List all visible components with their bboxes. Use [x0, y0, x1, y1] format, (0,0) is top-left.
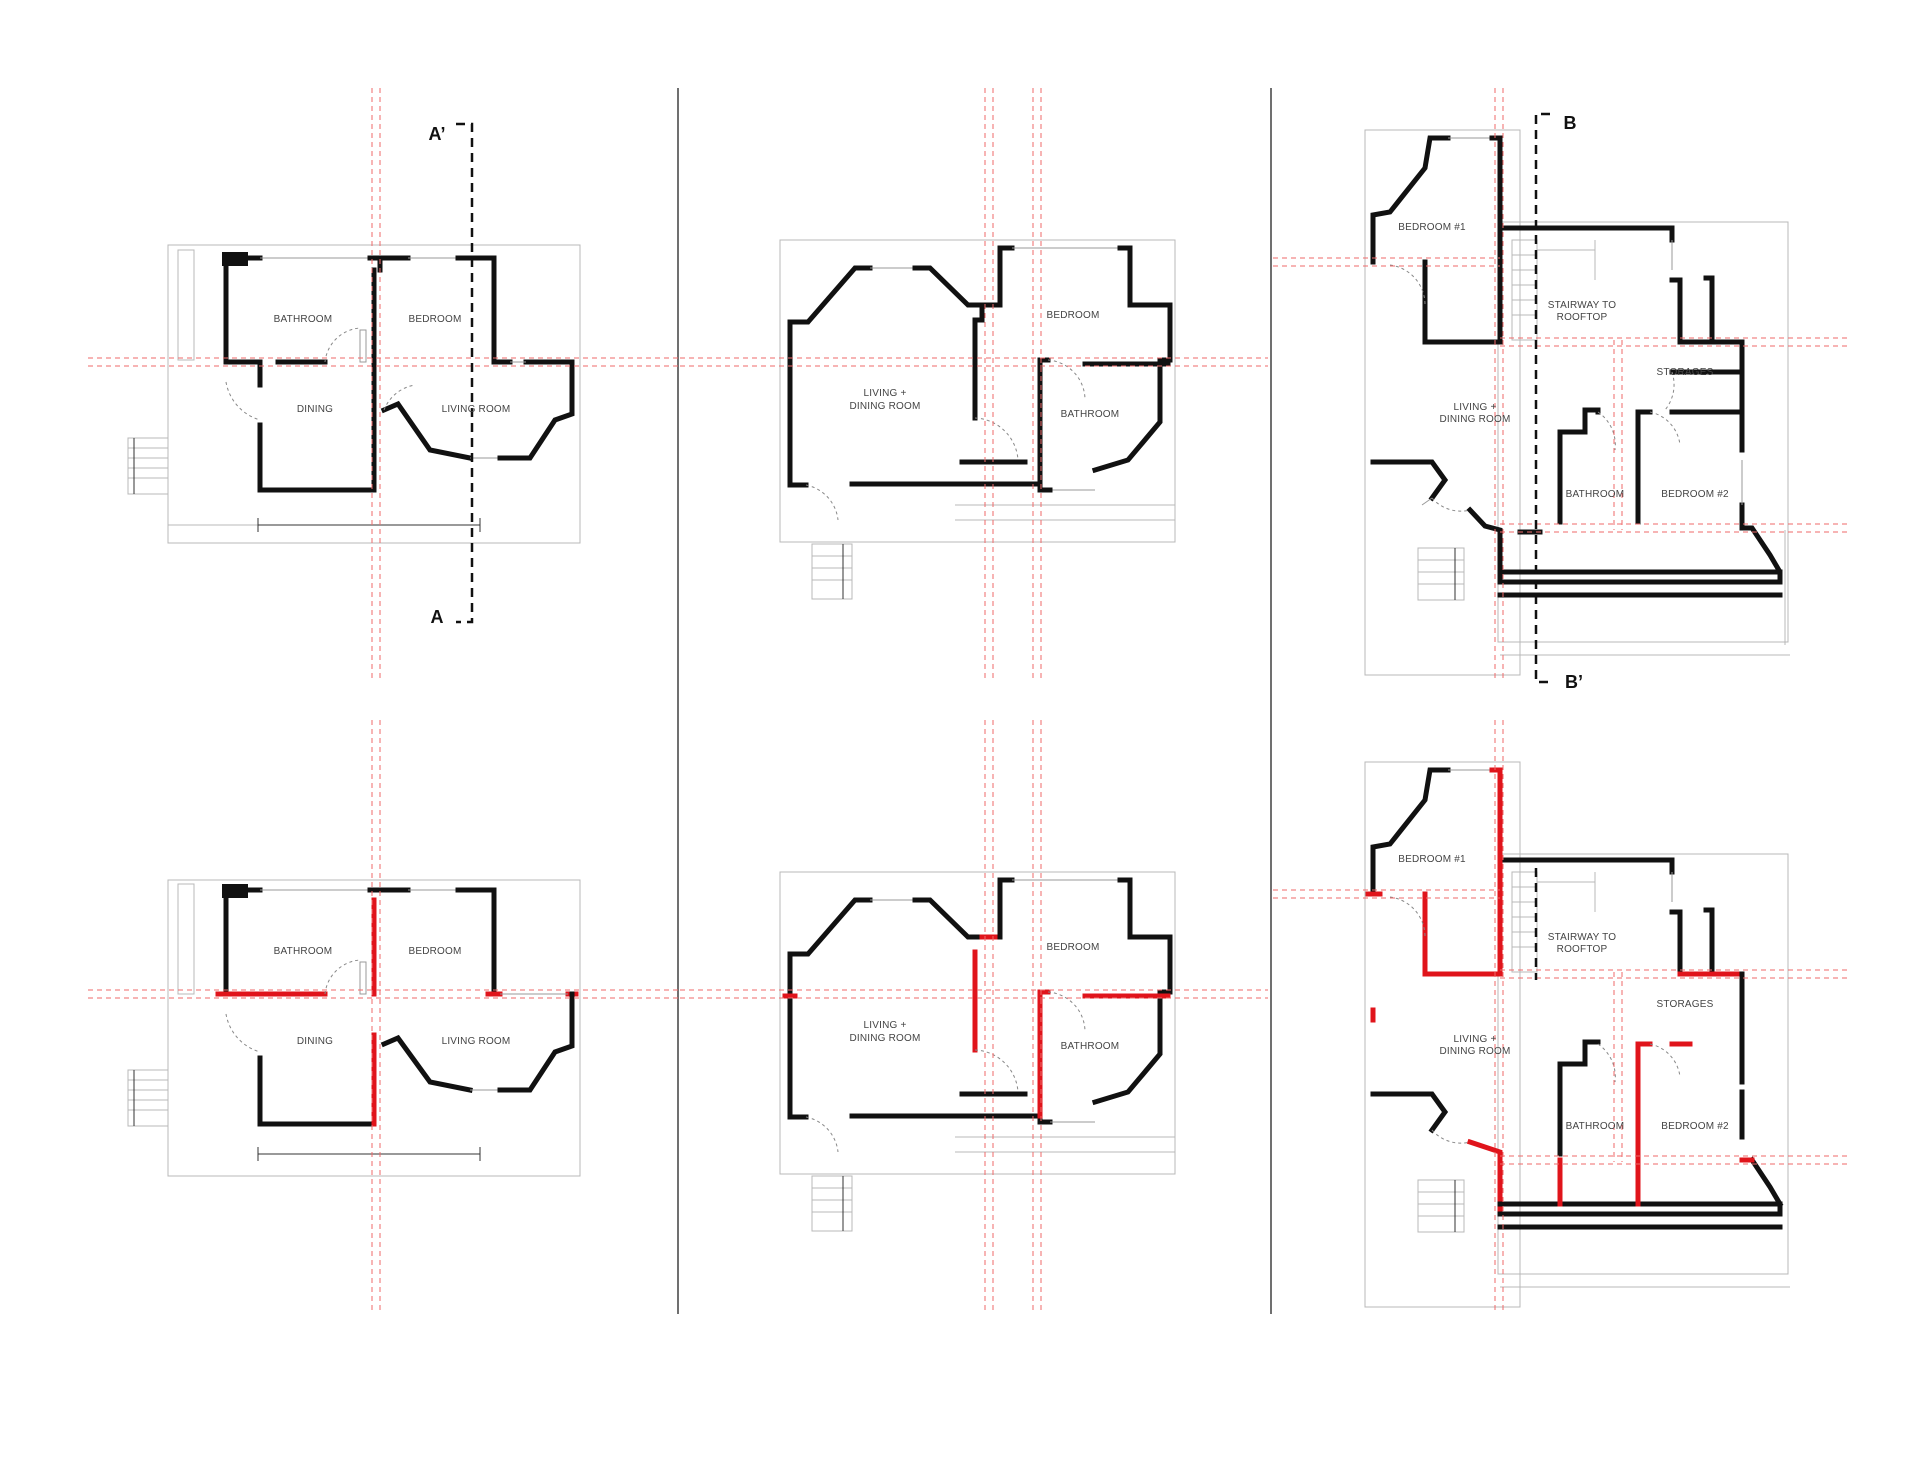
walls: [787, 245, 1173, 493]
site-outline: [779, 239, 1176, 543]
room-label-dining: DINING: [297, 1036, 333, 1047]
room-label-living-dining-2: DINING ROOM: [849, 1033, 920, 1044]
room-label-bedroom-1: BEDROOM #1: [1398, 222, 1466, 233]
interior-stair: [1511, 239, 1596, 341]
room-label-bathroom: BATHROOM: [1566, 489, 1625, 500]
plan-second-floor-existing: BEDROOM LIVING + DINING ROOM BATHROOM: [680, 88, 1268, 678]
entry-stair: [127, 1069, 169, 1127]
room-label-living-dining-2: DINING ROOM: [1439, 1046, 1510, 1057]
entry-stair: [127, 437, 169, 495]
room-label-stairway-2: ROOFTOP: [1557, 944, 1608, 955]
door-swing: [1597, 1043, 1616, 1083]
section-label-top: A’: [428, 124, 445, 144]
walls: [1365, 767, 1784, 1230]
room-label-bedroom-2: BEDROOM #2: [1661, 489, 1729, 500]
door-swing: [974, 417, 1019, 461]
walls: [222, 252, 575, 493]
section-cut-line-b: [1534, 112, 1550, 684]
room-label-bathroom: BATHROOM: [1566, 1121, 1625, 1132]
door-swing: [225, 381, 261, 421]
door-swing: [324, 327, 361, 363]
door-swing: [1649, 1043, 1681, 1078]
site-outline-rear: [1497, 853, 1789, 1275]
room-label-bedroom: BEDROOM: [408, 314, 461, 325]
room-label-bedroom: BEDROOM: [1046, 942, 1099, 953]
door-swing: [1047, 991, 1086, 1033]
door-swing: [383, 384, 416, 411]
room-label-bathroom: BATHROOM: [274, 314, 333, 325]
room-label-living-dining-1: LIVING +: [863, 388, 906, 399]
site-outline: [167, 879, 581, 1177]
room-label-bedroom-1: BEDROOM #1: [1398, 854, 1466, 865]
room-label-living-dining-2: DINING ROOM: [1439, 414, 1510, 425]
room-label-living-room: LIVING ROOM: [442, 1036, 511, 1047]
section-label-bottom: B’: [1565, 672, 1583, 692]
site-outline: [1364, 761, 1521, 1308]
door-swing: [1431, 497, 1471, 512]
plan-third-floor-proposed: BEDROOM #1 STAIRWAY TO ROOFTOP STORAGES …: [1273, 720, 1850, 1314]
door-swing: [1664, 371, 1675, 411]
site-outline-rear: [1497, 221, 1789, 643]
section-cut-line-a: [456, 122, 474, 624]
room-label-bathroom: BATHROOM: [1061, 409, 1120, 420]
room-label-bedroom: BEDROOM: [408, 946, 461, 957]
room-label-bathroom: BATHROOM: [1061, 1041, 1120, 1052]
door-swing: [1431, 1129, 1471, 1144]
site-outline: [167, 244, 581, 544]
door-swing: [1047, 359, 1086, 401]
entry-stair: [811, 543, 853, 600]
walls: [1370, 135, 1783, 598]
section-label-bottom: A: [431, 607, 444, 627]
interior-stair: [1511, 871, 1596, 973]
room-label-stairway-2: ROOFTOP: [1557, 312, 1608, 323]
door-swing: [1649, 411, 1681, 446]
site-outline: [779, 871, 1176, 1175]
room-label-dining: DINING: [297, 404, 333, 415]
plan-second-floor-proposed: BEDROOM LIVING + DINING ROOM BATHROOM: [680, 720, 1268, 1314]
entry-stair: [1417, 1179, 1465, 1233]
site-outline: [1364, 129, 1521, 676]
plan-ground-floor-proposed: BATHROOM BEDROOM DINING LIVING ROOM: [88, 720, 678, 1314]
door-swing: [1389, 264, 1426, 306]
walls: [215, 884, 579, 1127]
door-swing: [805, 1116, 839, 1153]
room-label-living-dining-1: LIVING +: [863, 1020, 906, 1031]
room-label-bedroom-2: BEDROOM #2: [1661, 1121, 1729, 1132]
door-swing: [1597, 411, 1616, 451]
door-swing: [805, 484, 839, 521]
room-label-bathroom: BATHROOM: [274, 946, 333, 957]
entry-stair: [1417, 547, 1465, 601]
room-label-living-dining-1: LIVING +: [1453, 402, 1496, 413]
walls: [782, 877, 1173, 1125]
section-label-top: B: [1564, 113, 1577, 133]
door-swing: [974, 1049, 1019, 1093]
room-label-bedroom: BEDROOM: [1046, 310, 1099, 321]
room-label-living-dining-1: LIVING +: [1453, 1034, 1496, 1045]
side-wall-ghost: [177, 249, 195, 361]
room-label-living-dining-2: DINING ROOM: [849, 401, 920, 412]
room-label-storages: STORAGES: [1657, 999, 1714, 1010]
room-label-storages: STORAGES: [1657, 367, 1714, 378]
room-label-living-room: LIVING ROOM: [442, 404, 511, 415]
room-label-stairway-1: STAIRWAY TO: [1548, 932, 1617, 943]
plan-ground-floor-existing: A’ A BATHROOM BEDROOM DINING LIVING ROOM: [88, 88, 678, 678]
room-label-stairway-1: STAIRWAY TO: [1548, 300, 1617, 311]
door-swing: [225, 1013, 261, 1053]
door-swing: [324, 959, 361, 995]
plan-third-floor-existing: B B’ BEDROOM #1 STAIRWAY TO ROOFTOP STOR…: [1273, 88, 1850, 692]
door-swing: [1389, 896, 1426, 938]
entry-stair: [811, 1175, 853, 1232]
